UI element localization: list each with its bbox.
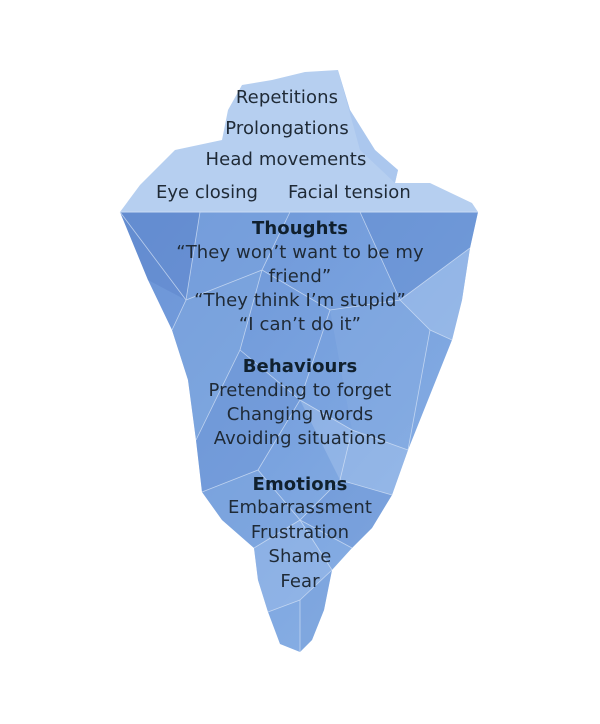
- thought-line-1: “They won’t want to be my: [176, 242, 424, 263]
- behaviour-item-3: Avoiding situations: [213, 428, 387, 449]
- iceberg-tip-shade: [338, 70, 398, 183]
- emotion-item-2: Frustration: [250, 522, 350, 543]
- thoughts-heading: Thoughts: [251, 218, 349, 239]
- iceberg-facet-lines: [119, 211, 471, 652]
- tip-item-head-movements: Head movements: [205, 149, 367, 170]
- emotion-item-3: Shame: [268, 546, 332, 567]
- emotion-item-1: Embarrassment: [227, 497, 372, 518]
- behaviour-item-2: Changing words: [226, 404, 374, 425]
- thought-line-2: friend”: [268, 266, 332, 287]
- behaviours-heading: Behaviours: [242, 356, 358, 377]
- tip-item-eye-closing: Eye closing: [156, 182, 258, 203]
- emotions-heading: Emotions: [252, 474, 348, 495]
- tip-item-facial-tension: Facial tension: [288, 182, 411, 203]
- thought-line-3: “They think I’m stupid”: [194, 290, 406, 311]
- iceberg-underwater-body: [120, 212, 478, 652]
- tip-item-repetitions: Repetitions: [235, 87, 339, 108]
- emotion-item-4: Fear: [280, 571, 320, 592]
- thought-line-4: “I can’t do it”: [238, 314, 362, 335]
- behaviour-item-1: Pretending to forget: [208, 380, 392, 401]
- tip-item-prolongations: Prolongations: [225, 118, 349, 139]
